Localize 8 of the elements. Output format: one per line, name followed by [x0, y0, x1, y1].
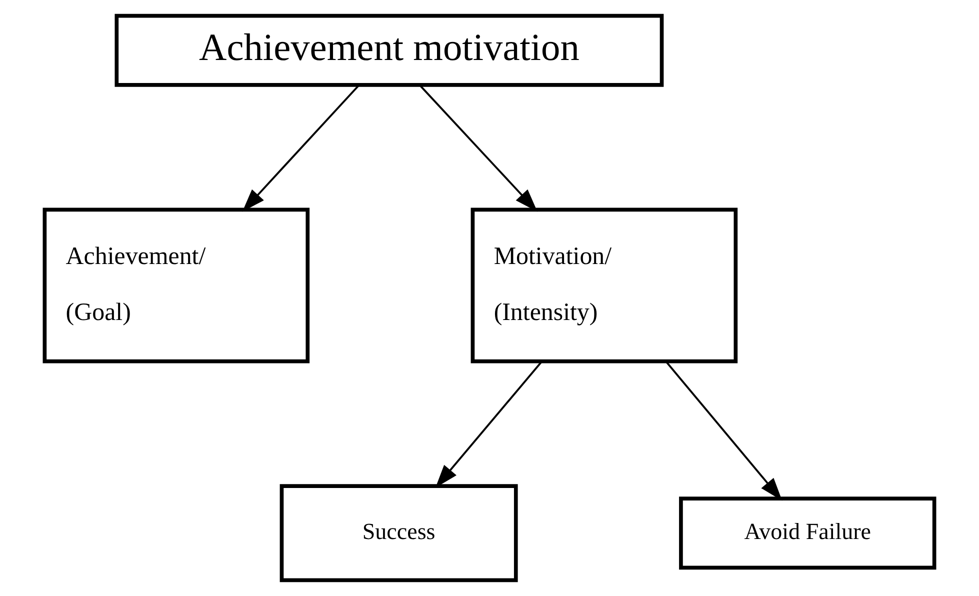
- arrow: [418, 84, 538, 212]
- node-box: Achievement/ (Goal): [42, 208, 310, 364]
- node-box: Avoid Failure: [679, 496, 936, 570]
- node-box: Success: [280, 484, 518, 582]
- node-box: Motivation/ (Intensity): [470, 208, 738, 364]
- node-box: Achievement motivation: [114, 14, 664, 87]
- arrow: [666, 361, 782, 501]
- arrow: [242, 84, 360, 212]
